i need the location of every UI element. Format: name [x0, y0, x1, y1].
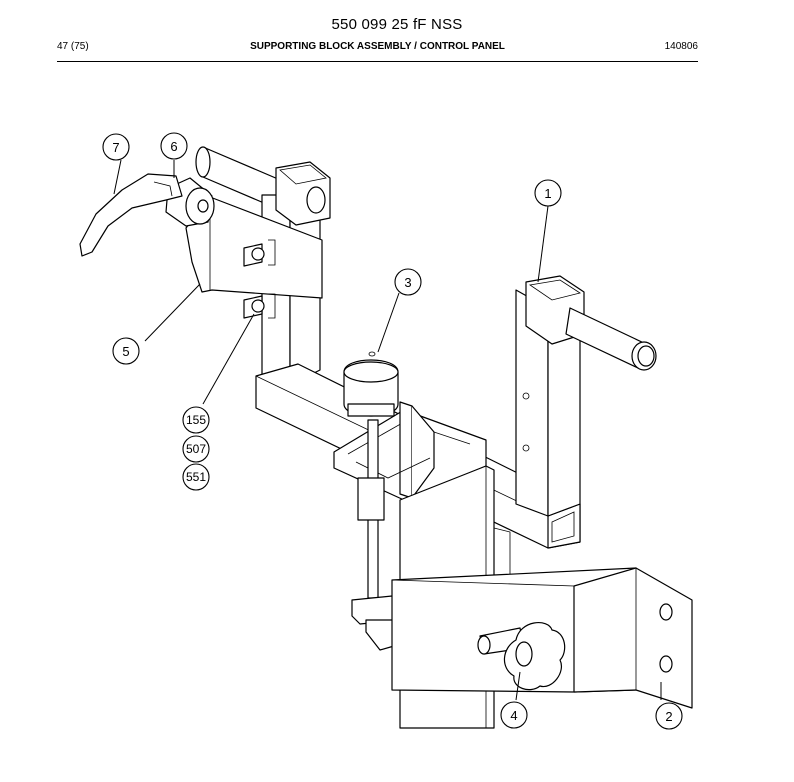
locking-lever	[79, 173, 183, 257]
callout-1-label: 1	[544, 186, 551, 201]
callout-2-label: 2	[665, 709, 672, 724]
callout-2: 2	[655, 702, 683, 730]
callout-551-label: 551	[186, 470, 206, 484]
exploded-assembly-illustration	[79, 146, 693, 729]
threaded-rod-with-cap	[343, 351, 399, 599]
leader-lines	[113, 159, 662, 701]
callout-4-label: 4	[510, 708, 517, 723]
section-title: SUPPORTING BLOCK ASSEMBLY / CONTROL PANE…	[250, 41, 505, 52]
clamp-plate	[185, 196, 323, 319]
callout-4: 4	[500, 701, 528, 729]
date-code: 140806	[664, 41, 698, 52]
callout-155-label: 155	[186, 413, 206, 427]
callout-155: 155	[182, 406, 210, 434]
page-reference: 47 (75)	[57, 41, 89, 52]
document-number: 550 099 25 fF NSS	[331, 16, 463, 33]
callout-551: 551	[182, 463, 210, 491]
callout-7-label: 7	[112, 140, 119, 155]
callout-1: 1	[534, 179, 562, 207]
slide-block	[351, 595, 401, 651]
page-header: 47 (75) SUPPORTING BLOCK ASSEMBLY / CONT…	[57, 41, 698, 57]
callout-5: 5	[112, 337, 140, 365]
right-handle-tube	[565, 307, 657, 371]
callout-5-label: 5	[122, 344, 129, 359]
callout-3: 3	[394, 268, 422, 296]
header-divider	[57, 61, 698, 62]
callout-507-label: 507	[186, 442, 206, 456]
callout-3-label: 3	[404, 275, 411, 290]
callout-7: 7	[102, 133, 130, 161]
callout-6-label: 6	[170, 139, 177, 154]
callout-6: 6	[160, 132, 188, 160]
callout-507: 507	[182, 435, 210, 463]
